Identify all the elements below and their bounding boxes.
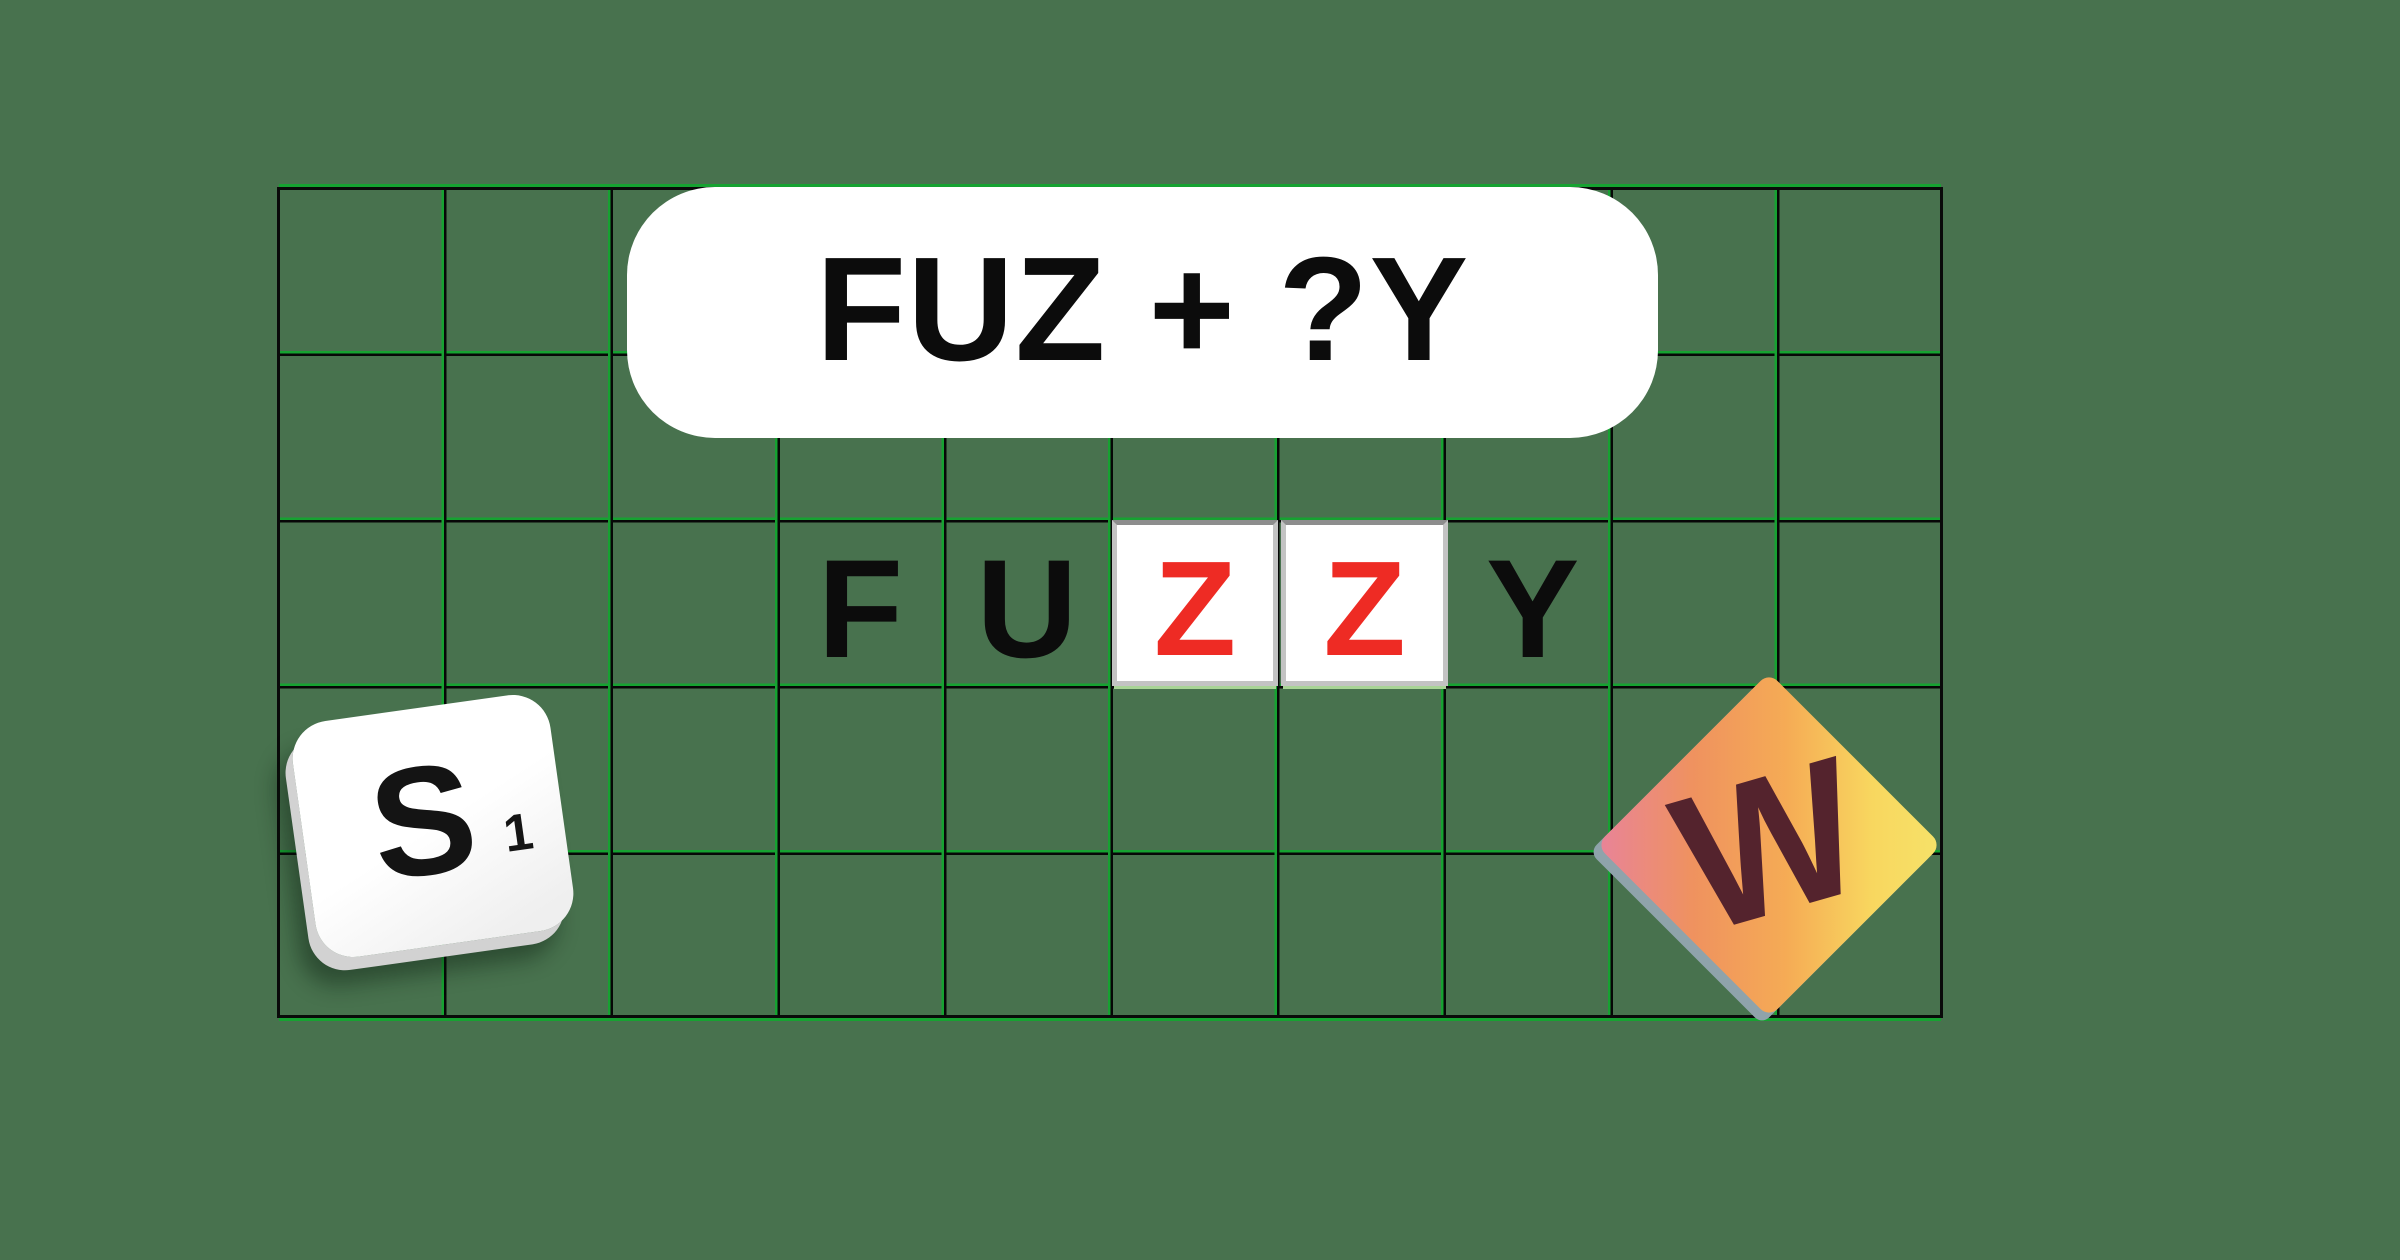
word-letter-cell: F — [777, 519, 944, 685]
letter-z2: Z — [1323, 532, 1406, 684]
letter-z1: Z — [1153, 532, 1237, 684]
clue-text: FUZ + ?Y — [815, 226, 1470, 392]
wwf-logo-letter: W — [1653, 715, 1885, 974]
scrabble-tile-points: 1 — [500, 802, 537, 864]
letter-tile-z1: Z — [1111, 520, 1279, 687]
letter-tile-z2: Z — [1281, 520, 1448, 687]
word-letter-cell: U — [944, 519, 1111, 685]
scrabble-tile-letter: S — [359, 727, 487, 914]
clue-banner: FUZ + ?Y — [627, 187, 1658, 438]
wwf-logo: W — [1653, 715, 1885, 974]
letter-u: U — [976, 530, 1078, 688]
scrabble-tile-s: S 1 — [287, 690, 579, 962]
answer-word: F U Z Z Y — [777, 519, 1616, 687]
letter-y: Y — [1485, 530, 1580, 688]
letter-f: F — [817, 530, 904, 688]
word-letter-cell: Y — [1449, 519, 1616, 685]
